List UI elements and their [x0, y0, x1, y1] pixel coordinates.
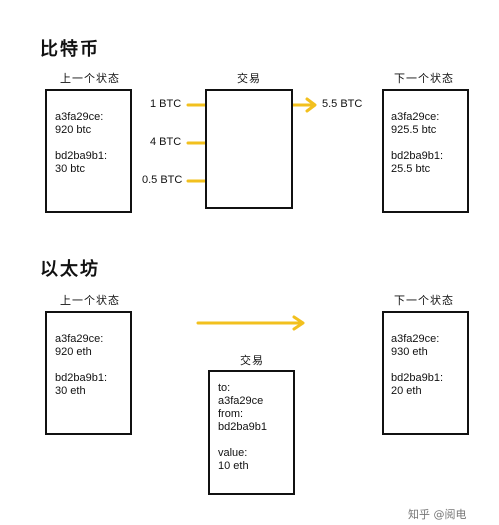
eth-prev-addr-1: a3fa29ce:: [55, 333, 104, 345]
btc-prev-state-label: 上一个状态: [60, 72, 120, 85]
eth-next-state-box: a3fa29ce: 930 eth bd2ba9b1: 20 eth: [382, 311, 469, 435]
btc-next-state-box: a3fa29ce: 925.5 btc bd2ba9b1: 25.5 btc: [382, 89, 469, 213]
eth-tx-to: a3fa29ce: [218, 395, 264, 407]
eth-tx-to-label: to:: [218, 382, 231, 394]
eth-next-value-2: 20 eth: [391, 385, 422, 397]
eth-tx-from-label: from:: [218, 408, 244, 420]
btc-next-addr-2: bd2ba9b1:: [391, 150, 443, 162]
btc-next-state-label: 下一个状态: [394, 72, 454, 85]
eth-prev-state-label: 上一个状态: [60, 294, 120, 307]
eth-tx-value: 10 eth: [218, 460, 249, 472]
ethereum-title: 以太坊: [40, 259, 100, 280]
btc-prev-value-2: 30 btc: [55, 163, 85, 175]
eth-prev-value-2: 30 eth: [55, 385, 86, 397]
btc-input-2: 4 BTC: [150, 136, 182, 148]
eth-next-state-label: 下一个状态: [394, 294, 454, 307]
btc-input-1: 1 BTC: [150, 98, 182, 110]
eth-tx-value-label: value:: [218, 447, 248, 459]
eth-next-addr-2: bd2ba9b1:: [391, 372, 443, 384]
watermark: 知乎 @阅电: [408, 508, 467, 521]
eth-prev-value-1: 920 eth: [55, 346, 92, 358]
btc-tx-label: 交易: [237, 72, 261, 85]
bitcoin-title: 比特币: [40, 39, 100, 60]
btc-input-3: 0.5 BTC: [142, 174, 183, 186]
btc-output: 5.5 BTC: [322, 98, 363, 110]
btc-prev-value-1: 920 btc: [55, 124, 92, 136]
btc-next-addr-1: a3fa29ce:: [391, 111, 440, 123]
eth-state-arrow: [196, 315, 305, 331]
eth-tx-box: to: a3fa29ce from: bd2ba9b1 value: 10 et…: [208, 370, 295, 495]
btc-next-value-1: 925.5 btc: [391, 124, 437, 136]
btc-prev-addr-1: a3fa29ce:: [55, 111, 104, 123]
eth-prev-state-box: a3fa29ce: 920 eth bd2ba9b1: 30 eth: [45, 311, 132, 435]
eth-prev-addr-2: bd2ba9b1:: [55, 372, 107, 384]
btc-prev-state-box: a3fa29ce: 920 btc bd2ba9b1: 30 btc: [45, 89, 132, 213]
eth-tx-label: 交易: [240, 354, 264, 367]
btc-tx-box: [205, 89, 293, 209]
btc-prev-addr-2: bd2ba9b1:: [55, 150, 107, 162]
eth-next-value-1: 930 eth: [391, 346, 428, 358]
eth-next-addr-1: a3fa29ce:: [391, 333, 440, 345]
btc-next-value-2: 25.5 btc: [391, 163, 431, 175]
eth-tx-from: bd2ba9b1: [218, 421, 267, 433]
